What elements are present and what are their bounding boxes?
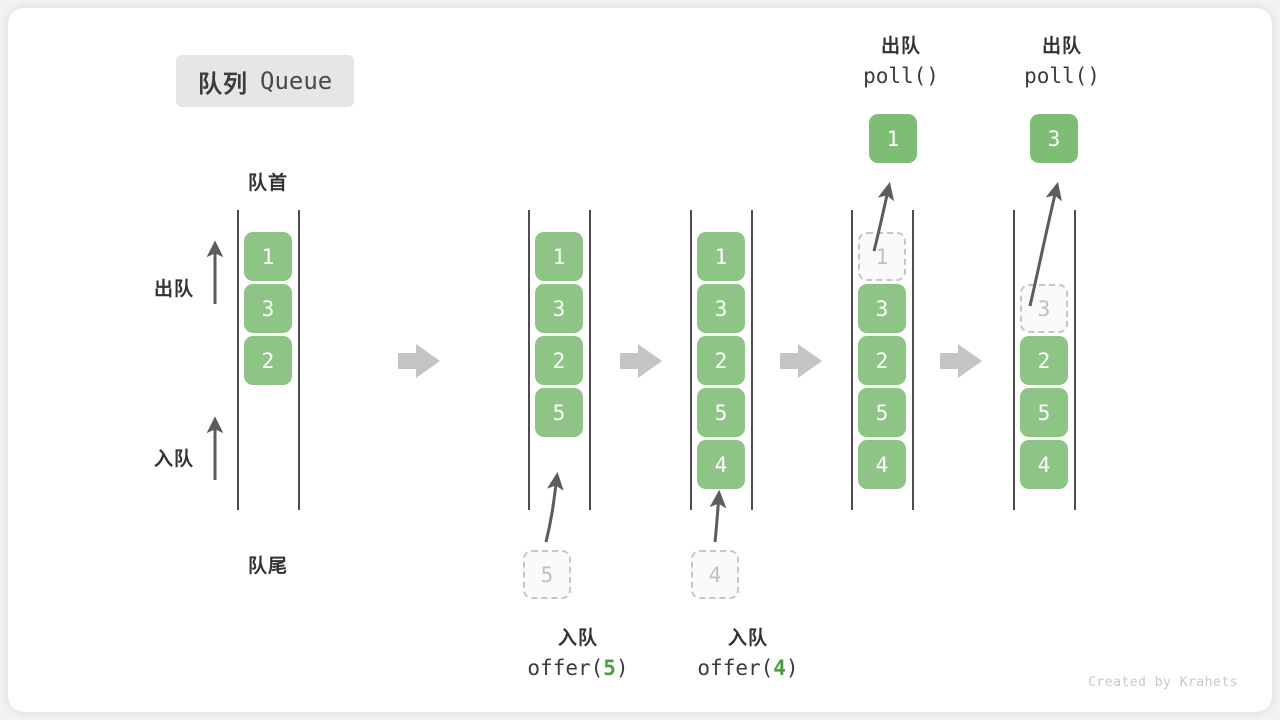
- queue-cell: 2: [1020, 336, 1068, 385]
- rail-left: [851, 210, 853, 510]
- queue-cell: 2: [535, 336, 583, 385]
- rail-left: [528, 210, 530, 510]
- rail-right: [751, 210, 753, 510]
- rail-left: [690, 210, 692, 510]
- enqueue-side-label: 入队: [154, 449, 195, 470]
- queue-cell: 5: [1020, 388, 1068, 437]
- title-badge: 队列 Queue: [176, 55, 355, 107]
- queue-cell: 4: [697, 440, 745, 489]
- rail-left: [237, 210, 239, 510]
- credit-text: Created by Krahets: [1088, 675, 1238, 690]
- rail-right: [589, 210, 591, 510]
- operation-code: offer(5): [478, 653, 678, 683]
- queue-cell: 2: [697, 336, 745, 385]
- code-argument: 5: [603, 655, 616, 680]
- dequeue-side-label: 出队: [154, 279, 195, 300]
- queue-cell: 5: [535, 388, 583, 437]
- queue-cell: 1: [697, 232, 745, 281]
- rail-right: [912, 210, 914, 510]
- operation-code: poll(): [1024, 63, 1100, 88]
- code-prefix: offer(: [527, 655, 604, 680]
- operation-label: 入队: [557, 628, 598, 649]
- title-cn: 队列: [198, 70, 248, 98]
- operation-label: 出队: [880, 36, 921, 57]
- arrow-overlay: [206, 181, 1062, 543]
- code-suffix: ): [785, 655, 799, 680]
- queue-cell: 1: [244, 232, 292, 281]
- operation-caption-offer-4: 入队 offer(4): [648, 625, 848, 683]
- code-suffix: ): [615, 655, 629, 680]
- queue-cell: 5: [697, 388, 745, 437]
- queue-cell: 2: [858, 336, 906, 385]
- popped-cell: 3: [1030, 114, 1078, 163]
- code-argument: 4: [773, 655, 786, 680]
- operation-caption-poll-1: 出队 poll(): [801, 33, 1001, 91]
- queue-head-label: 队首: [247, 173, 288, 194]
- separator-arrow-2: [620, 344, 662, 378]
- queue-cell: 1: [535, 232, 583, 281]
- queue-cell: 4: [1020, 440, 1068, 489]
- operation-caption-poll-3: 出队 poll(): [962, 33, 1162, 91]
- separator-arrow-4: [940, 344, 982, 378]
- title-en: Queue: [260, 67, 333, 95]
- popped-cell: 1: [869, 114, 917, 163]
- rail-left: [1013, 210, 1015, 510]
- operation-code: offer(4): [648, 653, 848, 683]
- operation-caption-offer-5: 入队 offer(5): [478, 625, 678, 683]
- rail-right: [1074, 210, 1076, 510]
- queue-cell: 4: [858, 440, 906, 489]
- queue-cell-ghost: 3: [1020, 284, 1068, 333]
- queue-cell: 3: [858, 284, 906, 333]
- operation-code: poll(): [863, 63, 939, 88]
- incoming-ghost-cell: 4: [691, 550, 739, 599]
- enqueue-arrow-4: [709, 489, 727, 543]
- operation-label: 出队: [1041, 36, 1082, 57]
- queue-cell: 3: [244, 284, 292, 333]
- queue-cell-ghost: 1: [858, 232, 906, 281]
- rail-right: [298, 210, 300, 510]
- queue-cell: 5: [858, 388, 906, 437]
- queue-cell: 3: [697, 284, 745, 333]
- queue-cell: 2: [244, 336, 292, 385]
- code-prefix: offer(: [697, 655, 774, 680]
- incoming-ghost-cell: 5: [523, 550, 571, 599]
- enqueue-arrow-5: [544, 471, 564, 543]
- operation-label: 入队: [727, 628, 768, 649]
- separator-arrow-1: [398, 344, 440, 378]
- queue-tail-label: 队尾: [247, 556, 288, 577]
- separator-arrow-3: [780, 344, 822, 378]
- queue-cell: 3: [535, 284, 583, 333]
- diagram-card: 队列 Queue 队首 队尾 出队 入队 1 3 2 1 3 2 5 5 入队 …: [8, 8, 1272, 712]
